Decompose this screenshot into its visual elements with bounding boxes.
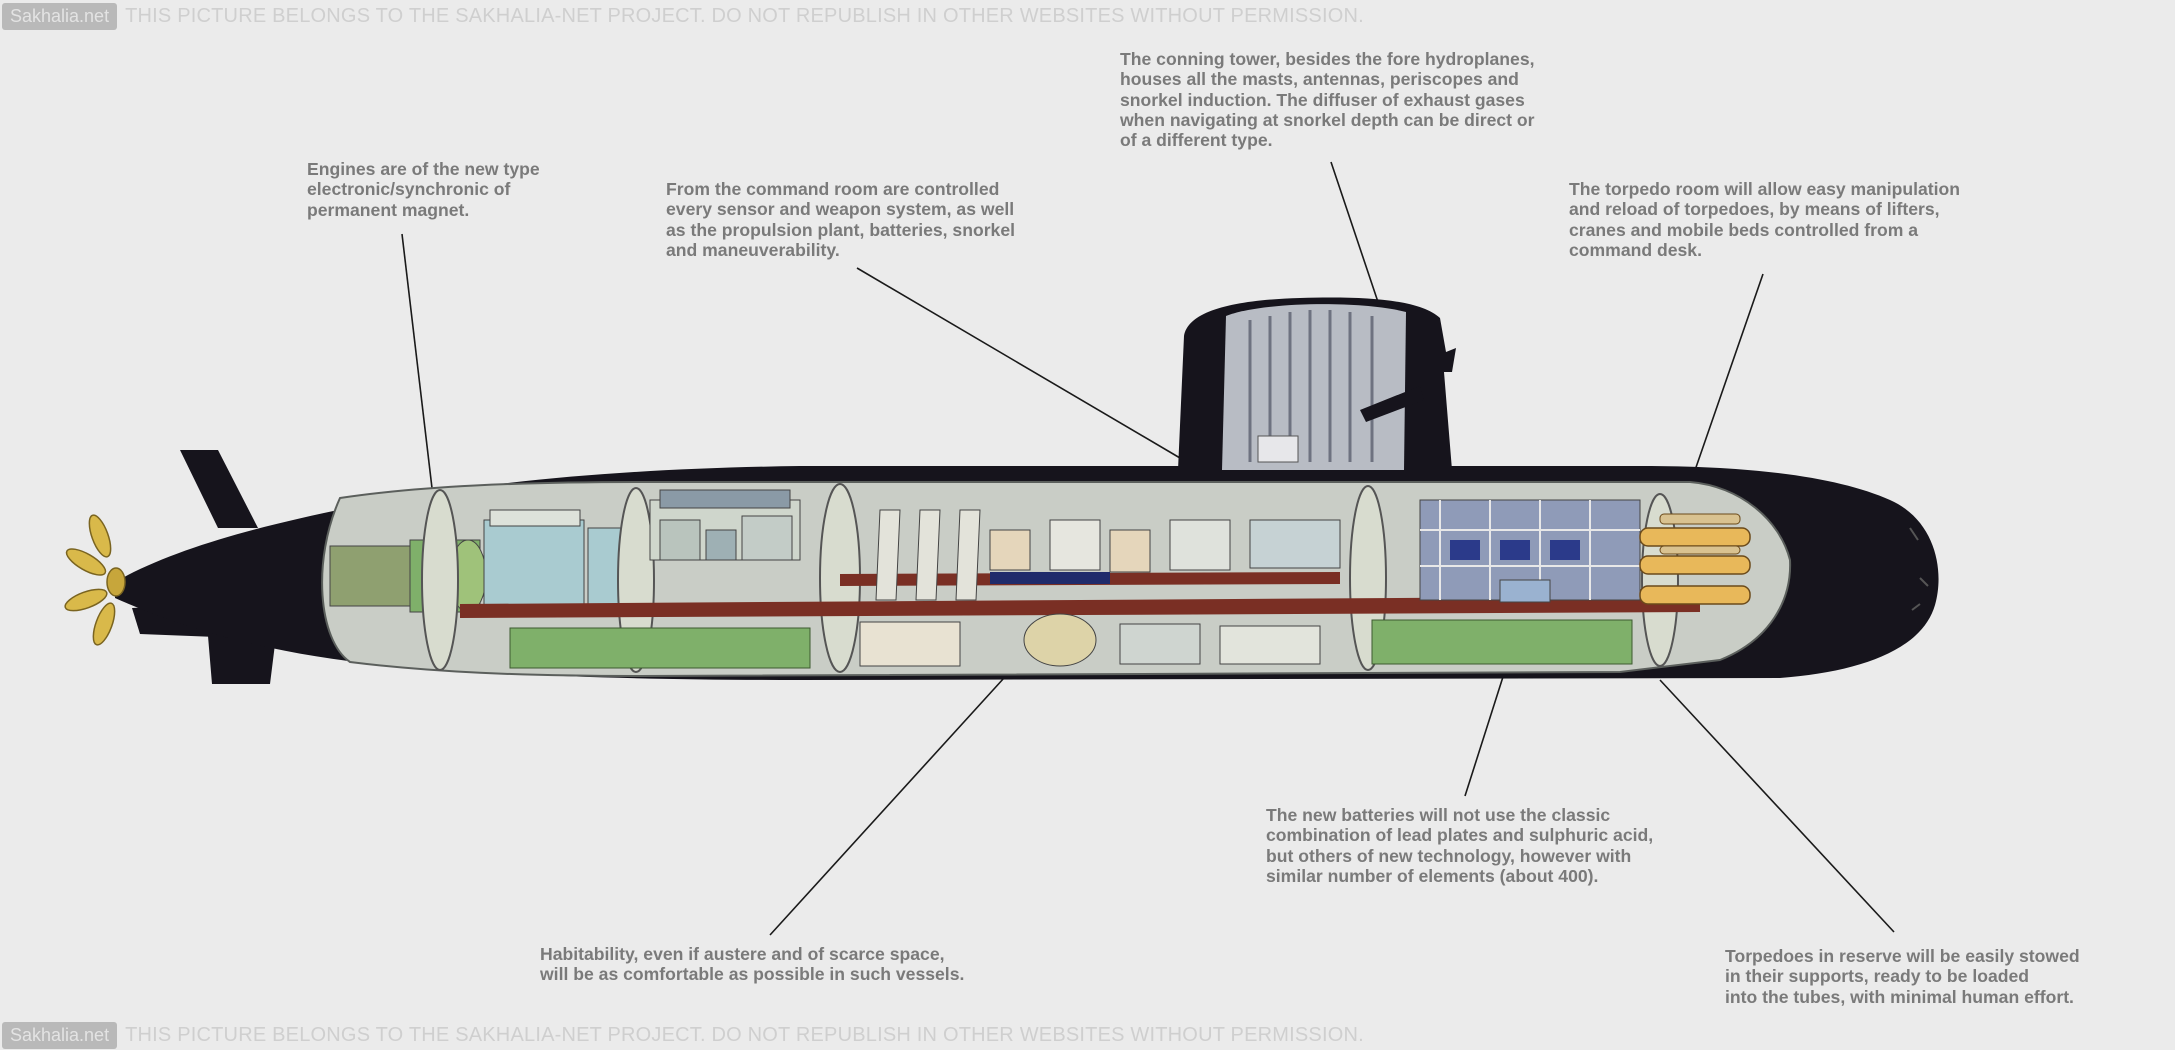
leader-torpedoes-reserve — [1659, 679, 1895, 933]
watermark-text: THIS PICTURE BELONGS TO THE SAKHALIA-NET… — [125, 1023, 1364, 1046]
leader-torpedo-room — [1692, 273, 1764, 477]
main-deck — [460, 596, 1700, 618]
lower-rudder — [208, 636, 276, 684]
battery-bank-aft — [509, 627, 811, 669]
callout-habitability: Habitability, even if austere and of sca… — [540, 944, 965, 985]
conning-tower-interior — [1222, 304, 1406, 470]
torpedoes — [1639, 527, 1751, 605]
callout-torpedoes-reserve: Torpedoes in reserve will be easily stow… — [1725, 946, 2080, 1007]
watermark-badge: Sakhalia.net — [2, 2, 118, 30]
leader-conning-tower — [1330, 161, 1379, 303]
leader-habitability — [769, 666, 1015, 936]
watermark-bottom: Sakhalia.net THIS PICTURE BELONGS TO THE… — [0, 1021, 1400, 1049]
propeller-icon — [64, 514, 126, 646]
auxiliary-machinery — [649, 489, 801, 561]
callout-torpedo-room: The torpedo room will allow easy manipul… — [1569, 179, 1961, 260]
leader-command-room — [856, 267, 1181, 459]
leader-batteries — [1464, 657, 1510, 797]
reserve-torpedoes — [1659, 513, 1741, 555]
callout-command-room: From the command room are controlled eve… — [666, 179, 1016, 260]
battery-bank-fore — [1371, 619, 1633, 665]
torpedo-room — [1419, 499, 1641, 603]
upper-rudder — [180, 450, 258, 528]
leader-lines — [401, 161, 1895, 936]
watermark-top: Sakhalia.net THIS PICTURE BELONGS TO THE… — [0, 2, 1400, 30]
bow-detail — [1909, 527, 1929, 611]
leader-engines — [401, 233, 435, 506]
callout-engines: Engines are of the new type electronic/s… — [307, 159, 540, 220]
snorkel-induction — [1257, 435, 1299, 463]
watermark-text: THIS PICTURE BELONGS TO THE SAKHALIA-NET… — [125, 4, 1364, 27]
callout-conning-tower: The conning tower, besides the fore hydr… — [1120, 49, 1535, 151]
command-room — [875, 509, 1341, 601]
fore-hydroplane — [1360, 386, 1424, 422]
callout-batteries: The new batteries will not use the class… — [1266, 805, 1654, 886]
crew-quarters — [859, 613, 1321, 667]
watermark-badge: Sakhalia.net — [2, 1021, 118, 1049]
